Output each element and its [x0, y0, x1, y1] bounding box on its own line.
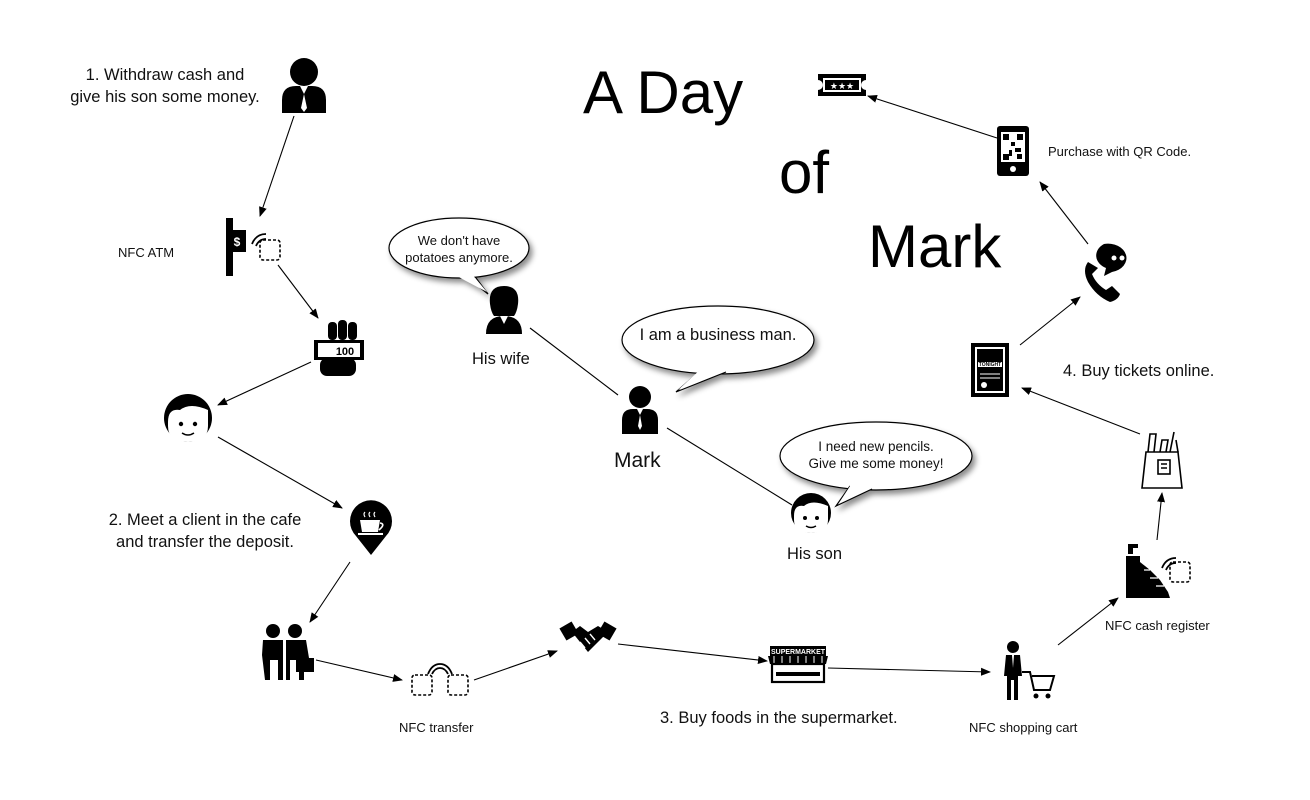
- svg-text:★★★: ★★★: [830, 82, 854, 92]
- nfc-transfer-icon: [411, 663, 469, 696]
- arrow-4: [217, 436, 343, 509]
- arrow-7: [473, 650, 558, 681]
- family-connectors: [529, 327, 793, 506]
- nfc-shopping-cart-label: NFC shopping cart: [969, 720, 1078, 735]
- supermarket-sign: SUPERMARKET: [771, 649, 826, 656]
- step-1-text: 1. Withdraw cash and give his son some m…: [58, 64, 272, 108]
- son-icon: [791, 493, 831, 533]
- cash-register-icon: [1126, 544, 1170, 598]
- step-1-line-1: 1. Withdraw cash and: [85, 66, 245, 84]
- shopping-cart-man-icon: [1004, 641, 1056, 700]
- arrow-2: [277, 264, 319, 319]
- nfc-transfer-label: NFC transfer: [399, 720, 474, 735]
- wife-bubble-line-1: We don't have: [417, 233, 501, 248]
- nfc-cash-register-label: NFC cash register: [1105, 618, 1210, 633]
- son-speech-bubble: [779, 421, 973, 508]
- arrow-10: [1057, 597, 1119, 646]
- arrow-11: [1156, 492, 1166, 541]
- grocery-bag-icon: [1141, 431, 1183, 489]
- step-2-text: 2. Meet a client in the cafe and transfe…: [96, 509, 314, 553]
- wife-speech-bubble: [388, 217, 530, 295]
- arrow-1: [259, 115, 295, 217]
- step-2-line-1: 2. Meet a client in the cafe: [108, 511, 302, 529]
- step-4-text: 4. Buy tickets online.: [1063, 362, 1215, 380]
- son-bubble-line-2: Give me some money!: [808, 456, 944, 471]
- arrow-8: [617, 643, 768, 664]
- poster-icon: [971, 343, 1009, 397]
- cash-note-value: 100: [336, 346, 354, 358]
- ticket-icon: ★★★: [818, 74, 866, 96]
- purchase-qr-label: Purchase with QR Code.: [1048, 144, 1192, 159]
- poster-text: TONIGHT: [979, 362, 1001, 368]
- businessman-icon: [622, 386, 658, 434]
- mark-speech-bubble: [621, 305, 815, 393]
- arrow-9: [827, 667, 991, 676]
- his-wife-label: His wife: [472, 350, 530, 368]
- arrow-13: [1019, 296, 1081, 346]
- son-bubble-text: I need new pencils. Give me some money!: [780, 438, 972, 472]
- step-2-line-2: and transfer the deposit.: [116, 533, 294, 551]
- mark-bubble-text: I am a business man.: [639, 326, 797, 344]
- nfc-waves-icon: [1161, 557, 1191, 583]
- arrow-12: [1021, 387, 1141, 435]
- wife-bubble-line-2: potatoes anymore.: [405, 250, 513, 265]
- step-1-line-2: give his son some money.: [70, 88, 260, 106]
- atm-icon: [226, 218, 246, 276]
- his-son-label: His son: [787, 545, 843, 563]
- title-line-of: of: [779, 139, 830, 206]
- boy-face-icon: [164, 394, 212, 442]
- two-people-icon: [262, 624, 314, 680]
- title-line-a-day: A Day: [583, 59, 744, 126]
- handshake-icon: [559, 621, 617, 652]
- arrow-15: [867, 94, 998, 139]
- title-line-mark: Mark: [868, 213, 1002, 280]
- businessman-icon: [282, 58, 326, 113]
- hand-cash-icon: [314, 320, 364, 376]
- arrow-14: [1039, 181, 1089, 245]
- nfc-waves-icon: [251, 233, 281, 261]
- arrow-5: [309, 561, 351, 623]
- son-bubble-line-1: I need new pencils.: [818, 439, 934, 454]
- supermarket-icon: [768, 646, 828, 684]
- wife-icon: [486, 286, 522, 334]
- phone-chat-icon: [1085, 243, 1133, 302]
- nfc-atm-label: NFC ATM: [118, 245, 175, 260]
- arrow-6: [315, 659, 403, 682]
- wife-bubble-text: We don't have potatoes anymore.: [389, 232, 529, 266]
- flow-arrows: [217, 94, 1166, 682]
- step-3-text: 3. Buy foods in the supermarket.: [660, 709, 898, 727]
- arrow-3: [217, 361, 312, 406]
- cafe-pin-icon: [350, 500, 393, 555]
- qr-phone-icon: [997, 126, 1029, 176]
- mark-label: Mark: [614, 449, 661, 472]
- atm-dollar-sign: $: [234, 235, 241, 249]
